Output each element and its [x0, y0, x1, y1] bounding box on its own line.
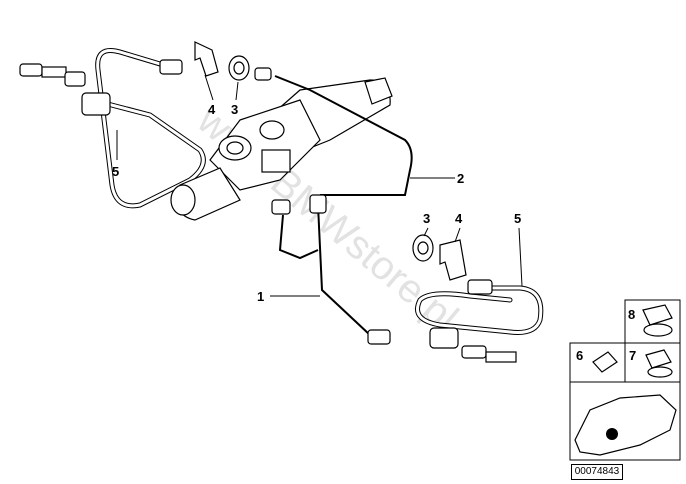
location-marker [606, 428, 618, 440]
callout-8: 8 [628, 307, 635, 322]
brake-master-cylinder [170, 77, 393, 221]
clip-7 [645, 349, 672, 369]
clip-6 [592, 351, 618, 373]
car-outline [574, 394, 677, 456]
clip-4-right [439, 239, 467, 281]
inset-panels: 8 6 7 [569, 299, 681, 461]
callout-6: 6 [576, 348, 583, 363]
diagram-number: 00074843 [571, 464, 623, 480]
callout-5-right: 5 [514, 211, 521, 226]
callout-5-left: 5 [112, 164, 119, 179]
brake-hose-left [19, 48, 206, 209]
callout-3-right: 3 [423, 211, 430, 226]
callout-1: 1 [257, 289, 264, 304]
callout-4-right: 4 [455, 211, 463, 226]
callout-7: 7 [629, 348, 636, 363]
clip-4-top [194, 41, 219, 77]
brake-hose-right [415, 279, 544, 363]
union-nut [254, 67, 272, 81]
callout-4-top: 4 [208, 102, 216, 117]
callout-3-top: 3 [231, 102, 238, 117]
clip-8 [642, 304, 673, 326]
callout-2: 2 [457, 171, 464, 186]
brake-line-2 [274, 75, 413, 196]
